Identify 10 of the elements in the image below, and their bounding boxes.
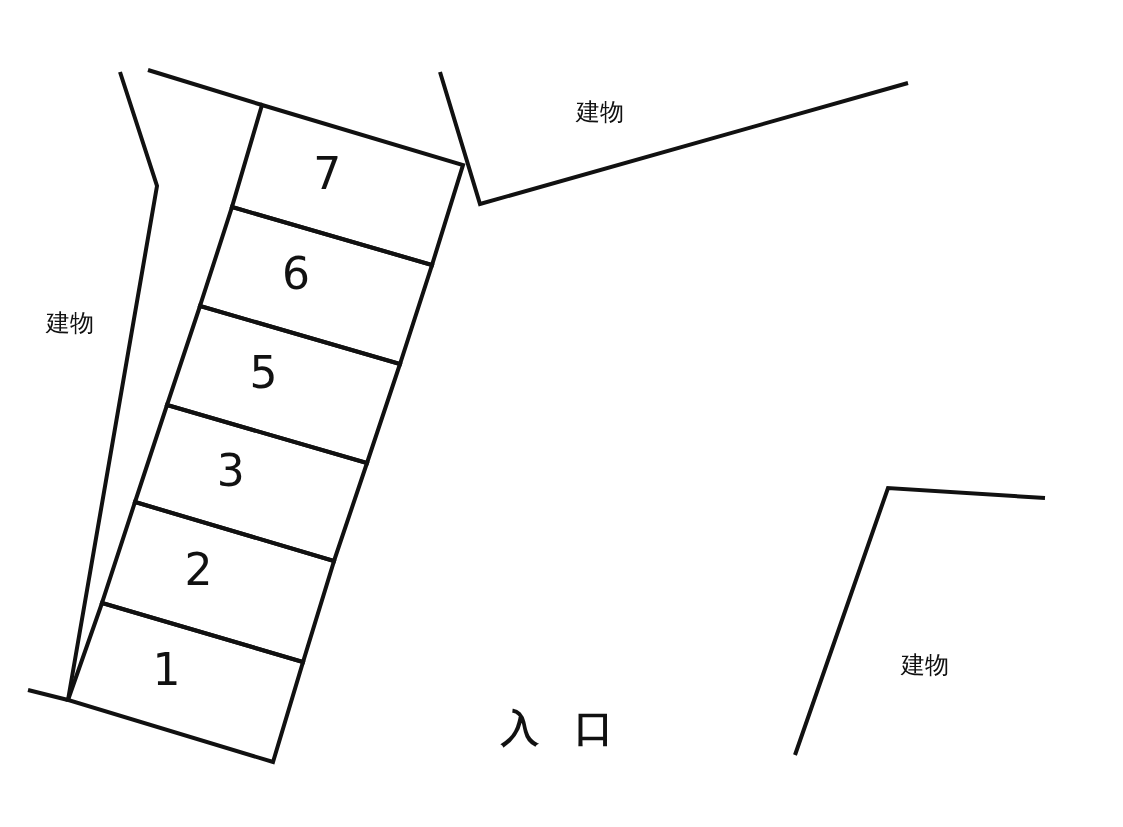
building-label: 建物 (46, 311, 94, 335)
space-number: 1 (152, 647, 181, 692)
building-label: 建物 (901, 653, 949, 677)
space-number: 5 (249, 350, 278, 395)
space-number: 3 (216, 448, 245, 493)
space-number: 6 (282, 251, 310, 296)
entrance-label: 入口 (499, 709, 649, 747)
space-number: 7 (313, 151, 342, 196)
building-label: 建物 (576, 100, 624, 124)
space-number: 2 (184, 548, 213, 592)
